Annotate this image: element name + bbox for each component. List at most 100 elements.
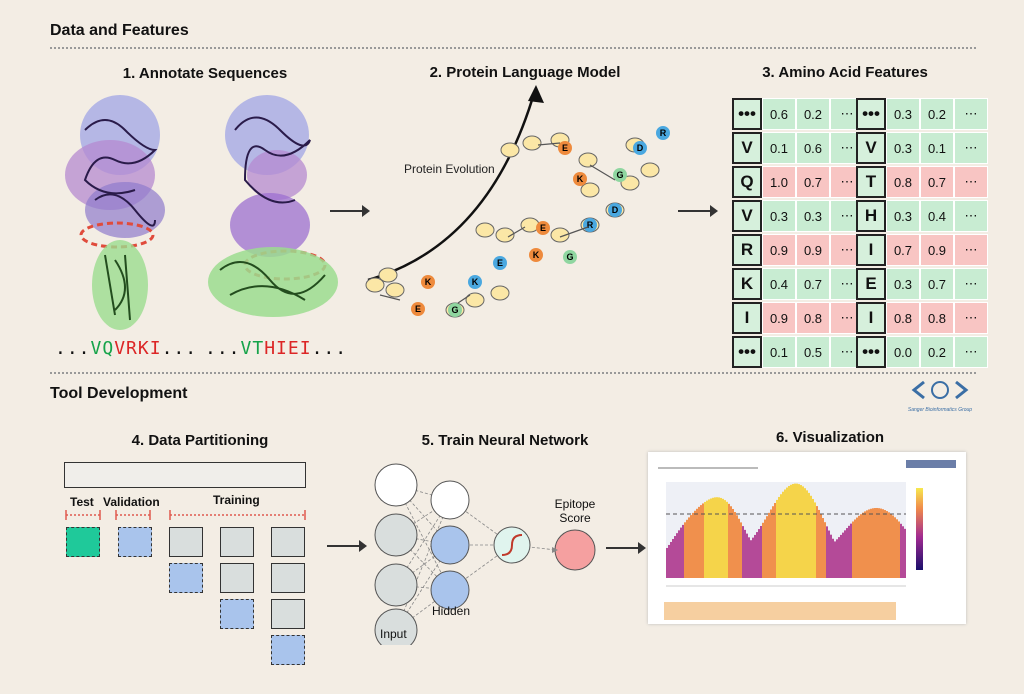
viz-bar [852,521,854,578]
viz-bar [760,525,762,578]
viz-bar [738,518,740,578]
step-title-train-network: 5. Train Neural Network [421,432,589,449]
training-fold [220,527,254,557]
feature-value-cell: ⋯ [954,302,988,334]
viz-bar [828,530,830,578]
viz-bar [750,540,752,578]
feature-value-cell: 0.7 [920,166,954,198]
viz-bar [826,526,828,578]
viz-bar [690,515,692,578]
step-title-language-model: 2. Protein Language Model [429,64,621,81]
viz-bar [768,512,770,578]
viz-bar [688,517,690,578]
epitope-plot-thumbnail [658,460,956,620]
amino-acid-cell: E [856,268,886,300]
viz-bar [848,525,850,578]
viz-bar [894,517,896,578]
hidden-node [430,570,470,610]
feature-value-cell: 0.9 [762,234,796,266]
viz-bar [810,495,812,578]
chain-letter: K [577,174,584,184]
partition-brackets [65,510,306,520]
sequence-2-suffix: ... [311,338,348,359]
viz-bar [824,522,826,578]
chain-letter: G [451,305,458,315]
viz-bar [814,502,816,578]
viz-bar [872,508,874,578]
viz-bar [856,517,858,578]
viz-bar [788,485,790,578]
viz-bar [774,503,776,578]
viz-bar [772,506,774,578]
chain-letter: E [415,304,421,314]
viz-bar [766,516,768,578]
label-validation: Validation [103,495,160,509]
viz-bar [836,539,838,578]
viz-bar [818,509,820,578]
viz-bar [736,515,738,578]
chain-letter: E [497,258,503,268]
viz-bar [686,519,688,578]
viz-bar [720,497,722,578]
viz-bar [804,488,806,578]
validation-fold [220,599,254,629]
viz-bar [850,523,852,578]
chain-letter: R [660,128,667,138]
input-node [374,608,418,645]
section-divider-middle [50,372,976,374]
viz-bar [786,487,788,578]
feature-value-cell: 0.3 [796,200,830,232]
viz-bar [744,529,746,578]
feature-value-cell: 0.3 [762,200,796,232]
viz-bar [718,497,720,578]
chain-letter: E [562,143,568,153]
viz-bar [756,532,758,578]
viz-bar [874,508,876,578]
label-training: Training [213,493,260,507]
feature-value-cell: ⋯ [954,336,988,368]
arrow-right-icon [678,205,718,217]
logo-text: Sanger Bioinformatics Group [907,407,973,413]
viz-bar [792,483,794,578]
viz-bar [708,499,710,578]
feature-value-cell: 0.1 [762,336,796,368]
feature-value-cell: ⋯ [954,268,988,300]
chain-letter: K [425,277,432,287]
feature-value-cell: 0.1 [762,132,796,164]
amino-acid-cell: I [856,302,886,334]
viz-bar [754,534,756,578]
input-node [374,513,418,557]
viz-bar [684,522,686,578]
amino-acid-cell: I [732,302,762,334]
training-fold [271,527,305,557]
sequence-2-green: VT [240,338,265,359]
feature-value-cell: 0.7 [796,268,830,300]
amino-acid-cell: V [732,200,762,232]
viz-bar [732,508,734,578]
training-fold [271,563,305,593]
viz-bar [846,528,848,578]
sequence-2: ...VTHIEI... [205,338,347,359]
training-fold [271,599,305,629]
chain-letter: K [472,277,479,287]
feature-value-cell: 0.8 [886,166,920,198]
group-logo: Sanger Bioinformatics Group [900,378,980,414]
feature-value-cell: 0.8 [796,302,830,334]
viz-bar [868,509,870,578]
viz-bar [806,490,808,578]
viz-bar [778,496,780,578]
viz-bar [668,544,670,578]
chain-letter: K [533,250,540,260]
viz-bar [822,518,824,578]
arrow-right-icon [330,205,370,217]
sequence-1-green: VQ [90,338,115,359]
step-title-annotate: 1. Annotate Sequences [122,65,288,82]
chain-letter: D [612,205,619,215]
viz-bar [802,486,804,578]
